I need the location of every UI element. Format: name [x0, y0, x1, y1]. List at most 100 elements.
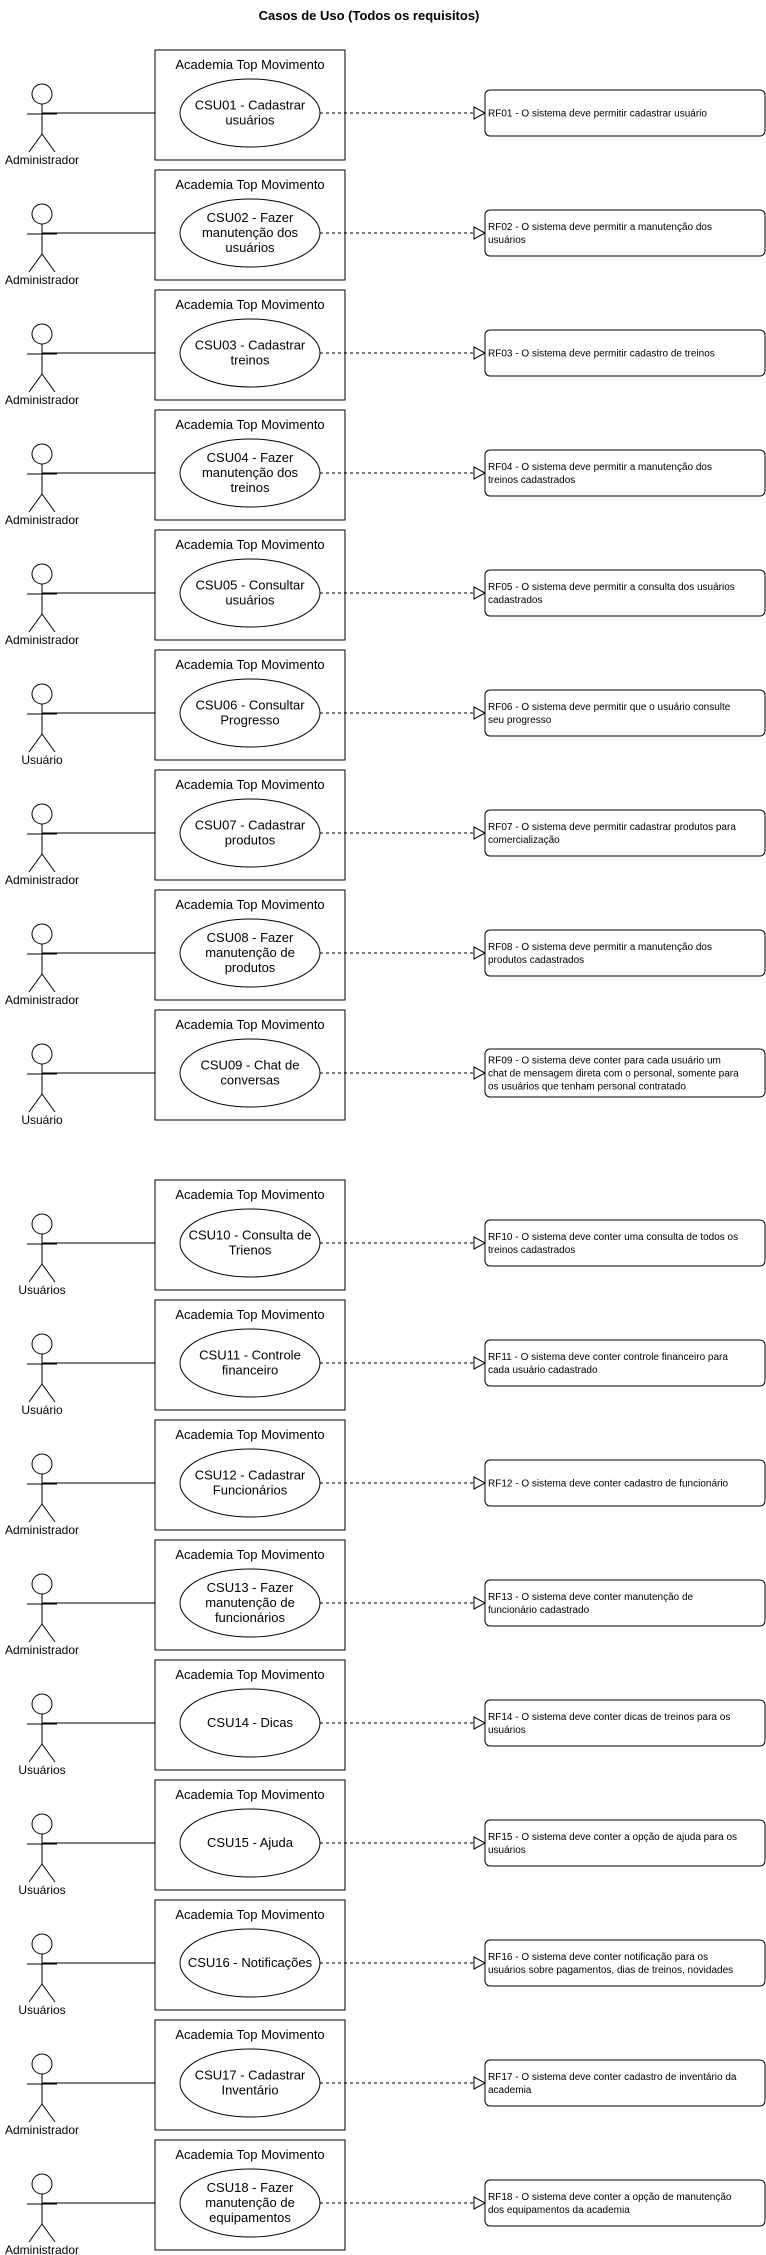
requirement-text: usuários [488, 1725, 526, 1736]
actor-figure [27, 1453, 57, 1523]
use-case-label: manutenção dos [202, 225, 299, 240]
use-case-label: Trienos [229, 1243, 272, 1258]
dependency-arrowhead [473, 1596, 487, 1610]
use-case-label: Funcionários [213, 1483, 288, 1498]
requirement-text: RF17 - O sistema deve conter cadastro de… [488, 2072, 737, 2083]
requirement-text: cadastrados [488, 595, 542, 606]
requirement-box [484, 1048, 766, 1098]
requirement-box [484, 1579, 766, 1627]
requirement-text: RF01 - O sistema deve permitir cadastrar… [488, 109, 707, 120]
requirement-text: produtos cadastrados [488, 955, 584, 966]
requirement-box [484, 1339, 766, 1387]
actor-figure [27, 1573, 57, 1643]
requirement-box [484, 1939, 766, 1987]
requirement-text: RF10 - O sistema deve conter uma consult… [488, 1232, 738, 1243]
use-case-row: Administrador Academia Top MovimentoCSU12… [5, 1419, 766, 1537]
use-case-label: Inventário [221, 2083, 278, 2098]
use-case-label: produtos [225, 960, 276, 975]
actor-figure [27, 923, 57, 993]
dependency-arrowhead [473, 2076, 487, 2090]
dependency-arrowhead [473, 1836, 487, 1850]
requirement-text: RF07 - O sistema deve permitir cadastrar… [488, 822, 736, 833]
requirement-text: treinos cadastrados [488, 1245, 575, 1256]
use-case-label: CSU14 - Dicas [207, 1715, 293, 1730]
actor-name: Administrador [5, 153, 79, 167]
use-case-label: CSU03 - Cadastrar [195, 338, 306, 353]
actor-figure [27, 323, 57, 393]
actor-name: Administrador [5, 633, 79, 647]
actor-name: Administrador [5, 513, 79, 527]
actor-figure [27, 1813, 57, 1883]
use-case-label: manutenção de [205, 1595, 295, 1610]
requirement-text: dos equipamentos da academia [488, 2205, 630, 2216]
system-name: Academia Top Movimento [175, 657, 324, 672]
actor-figure [27, 83, 57, 153]
system-name: Academia Top Movimento [175, 897, 324, 912]
dependency-arrowhead [473, 1236, 487, 1250]
requirement-text: os usuários que tenham personal contrata… [488, 1082, 686, 1093]
use-case-label: CSU05 - Consultar [195, 578, 305, 593]
requirement-text: usuários [488, 235, 526, 246]
actor-figure [27, 1213, 57, 1283]
actor-name: Administrador [5, 873, 79, 887]
use-case-label: equipamentos [209, 2210, 291, 2225]
actor-figure [27, 683, 57, 753]
requirement-text: RF11 - O sistema deve conter controle fi… [488, 1352, 728, 1363]
diagram-title: Casos de Uso (Todos os requisitos) [259, 8, 480, 23]
requirement-text: RF08 - O sistema deve permitir a manuten… [488, 942, 712, 953]
use-case-label: CSU18 - Fazer [207, 2180, 294, 2195]
actor-figure [27, 203, 57, 273]
requirement-text: RF03 - O sistema deve permitir cadastro … [488, 349, 715, 360]
use-case-row: Administrador Academia Top MovimentoCSU05… [5, 529, 766, 647]
system-name: Academia Top Movimento [175, 537, 324, 552]
actor-figure [27, 2053, 57, 2123]
system-name: Academia Top Movimento [175, 1547, 324, 1562]
actor-figure [27, 563, 57, 633]
dependency-arrowhead [473, 826, 487, 840]
requirement-text: RF13 - O sistema deve conter manutenção … [488, 1592, 694, 1603]
actor-name: Usuários [18, 1763, 65, 1777]
use-case-label: funcionários [215, 1610, 286, 1625]
requirement-box [484, 569, 766, 617]
actor-figure [27, 1333, 57, 1403]
actor-name: Administrador [5, 993, 79, 1007]
actor-name: Administrador [5, 273, 79, 287]
system-name: Academia Top Movimento [175, 2147, 324, 2162]
use-case-label: financeiro [222, 1363, 278, 1378]
requirement-text: RF18 - O sistema deve conter a opção de … [488, 2192, 732, 2203]
use-case-label: manutenção de [205, 945, 295, 960]
requirement-text: funcionário cadastrado [488, 1605, 590, 1616]
requirement-box [484, 89, 766, 137]
actor-name: Administrador [5, 1523, 79, 1537]
requirement-box [484, 929, 766, 977]
requirement-text: RF12 - O sistema deve conter cadastro de… [488, 1479, 729, 1490]
use-case-label: usuários [225, 240, 275, 255]
requirement-text: usuários [488, 1845, 526, 1856]
requirement-text: academia [488, 2085, 532, 2096]
requirement-text: seu progresso [488, 715, 552, 726]
actor-name: Usuários [18, 1283, 65, 1297]
use-case-label: CSU13 - Fazer [207, 1580, 294, 1595]
requirement-text: chat de mensagem direta com o personal, … [488, 1069, 739, 1080]
requirement-box [484, 209, 766, 257]
system-name: Academia Top Movimento [175, 1427, 324, 1442]
requirement-text: cada usuário cadastrado [488, 1365, 598, 1376]
use-case-label: CSU12 - Cadastrar [195, 1468, 306, 1483]
use-case-label: CSU01 - Cadastrar [195, 98, 306, 113]
system-name: Academia Top Movimento [175, 1187, 324, 1202]
